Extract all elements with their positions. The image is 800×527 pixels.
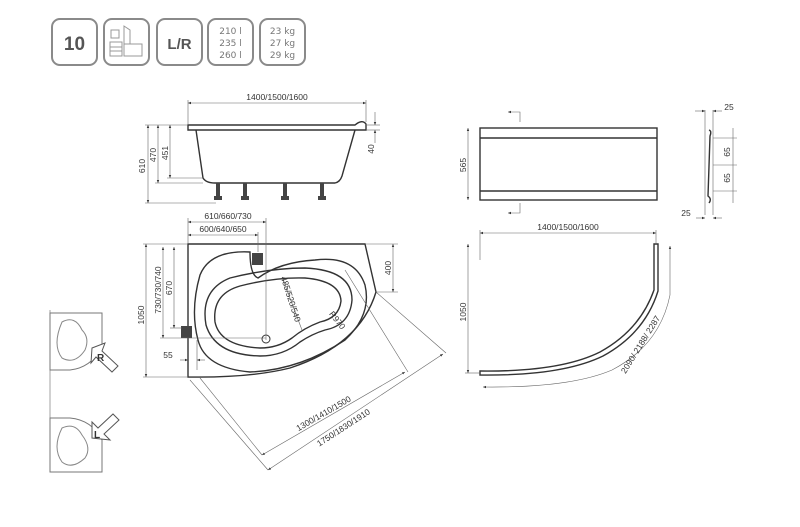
svg-text:25: 25 [724,102,734,112]
plan-view: 610/660/730 600/640/650 1050 730/730/740… [136,211,447,471]
svg-text:600/640/650: 600/640/650 [199,224,247,234]
svg-text:L: L [94,430,100,441]
svg-text:210 l: 210 l [219,27,242,37]
svg-text:1400/1500/1600: 1400/1500/1600 [537,222,599,232]
badge-volumes: 210 l 235 l 260 l [207,18,254,66]
svg-text:23 kg: 23 kg [270,27,295,37]
drain-icon [181,326,192,338]
side-length-label: 1400/1500/1600 [246,92,308,102]
svg-text:65: 65 [722,173,732,183]
svg-text:400: 400 [383,261,393,275]
badge-weights: 23 kg 27 kg 29 kg [259,18,306,66]
svg-text:65: 65 [722,147,732,157]
svg-text:470: 470 [148,148,158,162]
panel-plan-view: 1400/1500/1600 1050 2090/ 2188/ 2287 [458,222,672,389]
svg-text:1050: 1050 [136,305,146,324]
svg-text:260 l: 260 l [219,51,242,61]
orientation-label: L/R [167,36,191,53]
svg-text:2090/ 2188/ 2287: 2090/ 2188/ 2287 [619,313,663,375]
svg-text:235 l: 235 l [219,39,242,49]
sets-count: 10 [64,34,85,55]
side-view: 1400/1500/1600 610 470 451 40 [137,92,380,204]
svg-text:27 kg: 27 kg [270,39,295,49]
svg-text:730/730/740: 730/730/740 [153,266,163,314]
badge-bathroom-icon [103,18,150,66]
front-panel-view: 565 25 25 65 65 [458,102,737,220]
orientation-right-icon: R [49,310,119,470]
svg-text:670: 670 [164,281,174,295]
svg-text:25: 25 [681,208,691,218]
badge-sets: 10 [51,18,98,66]
svg-text:610/660/730: 610/660/730 [204,211,252,221]
svg-text:40: 40 [366,144,376,154]
svg-text:485/520/540: 485/520/540 [279,275,303,323]
svg-text:55: 55 [163,350,173,360]
svg-text:1050: 1050 [458,302,468,321]
svg-text:451: 451 [160,146,170,160]
svg-text:610: 610 [137,159,147,173]
faucet-icon [252,253,263,265]
svg-text:R: R [97,353,105,364]
svg-text:29 kg: 29 kg [270,51,295,61]
orientation-left-icon: L [49,413,120,473]
svg-text:565: 565 [458,158,468,172]
badge-orientation: L/R [156,18,203,66]
